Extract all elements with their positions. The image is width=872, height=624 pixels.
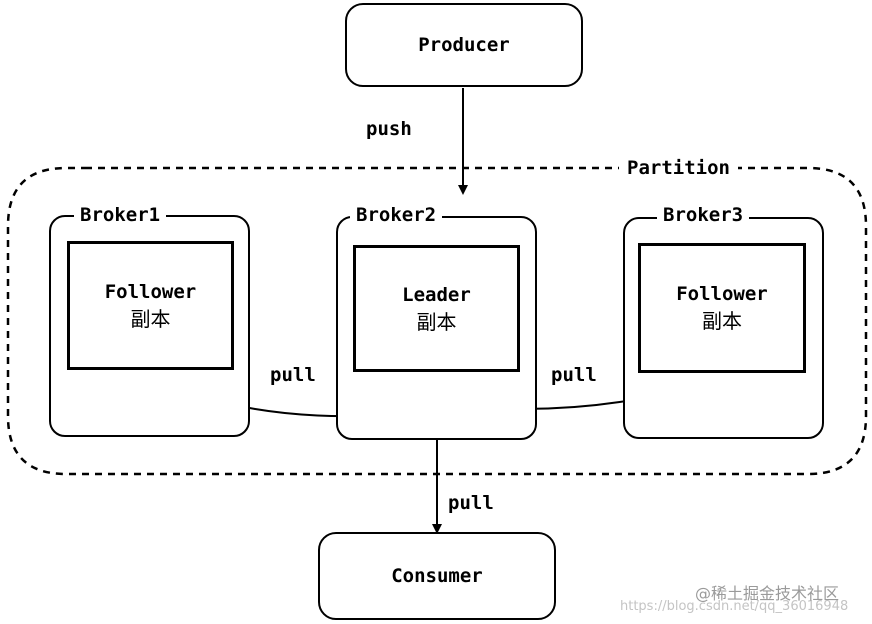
broker1-sub: 副本 xyxy=(130,306,171,331)
watermark-site: @稀土掘金技术社区 xyxy=(695,584,840,603)
broker3-role: Follower xyxy=(676,283,768,305)
broker2-replica: Leader 副本 xyxy=(353,245,520,372)
producer-label: Producer xyxy=(418,34,510,56)
partition-label: Partition xyxy=(619,157,738,179)
broker2-sub: 副本 xyxy=(416,309,457,334)
pull-label-left: pull xyxy=(270,364,316,386)
broker3-sub: 副本 xyxy=(702,309,742,333)
producer-node: Producer xyxy=(345,3,583,87)
consumer-node: Consumer xyxy=(318,532,556,620)
broker1-role: Follower xyxy=(104,280,197,303)
consumer-label: Consumer xyxy=(391,565,483,587)
broker2-role: Leader xyxy=(402,283,471,306)
broker2-label: Broker2 xyxy=(350,204,443,226)
pull-label-consumer: pull xyxy=(448,492,494,514)
broker3-replica: Follower 副本 xyxy=(638,243,806,373)
watermark-url: https://blog.csdn.net/qq_36016948 xyxy=(620,599,849,614)
broker3-label: Broker3 xyxy=(657,204,750,226)
broker1-label: Broker1 xyxy=(74,204,167,226)
pull-label-right: pull xyxy=(551,364,597,386)
broker1-replica: Follower 副本 xyxy=(67,241,234,370)
push-label: push xyxy=(366,118,412,140)
